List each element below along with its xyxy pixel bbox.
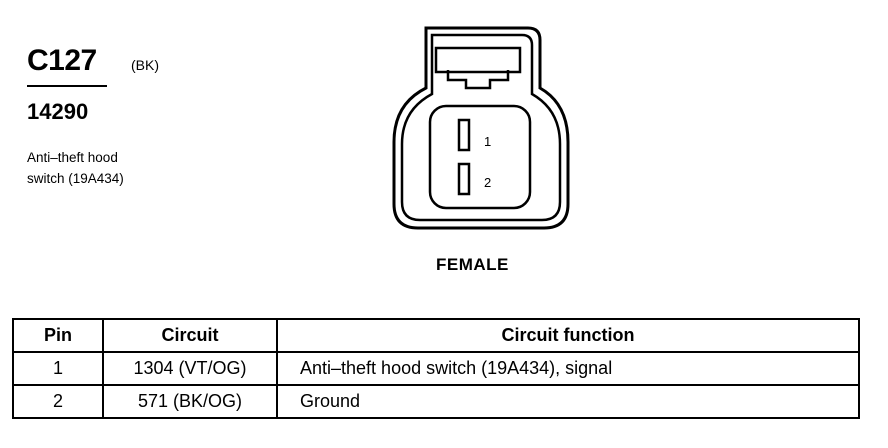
- part-number: 14290: [27, 99, 89, 124]
- header-circuit-function: Circuit function: [276, 318, 860, 353]
- pinout-table: Pin Circuit Circuit function 1 1304 (VT/…: [12, 318, 860, 419]
- pin-cavity-1: [457, 118, 471, 152]
- pin-label-1: 1: [484, 134, 491, 149]
- cell-circuit-function: Anti–theft hood switch (19A434), signal: [276, 351, 860, 386]
- locking-tab-outer: [434, 46, 522, 74]
- terminal-face: [428, 104, 532, 210]
- connector-description: Anti–theft hood switch (19A434): [27, 147, 124, 189]
- connector-inner-shell: [400, 33, 562, 222]
- connector-id: C127: [27, 44, 97, 77]
- header-circuit: Circuit: [102, 318, 278, 353]
- cell-circuit-function: Ground: [276, 384, 860, 419]
- cell-circuit: 1304 (VT/OG): [102, 351, 278, 386]
- description-line-2: switch (19A434): [27, 171, 124, 186]
- connector-outer-shell: [392, 26, 570, 230]
- pin-cavity-2: [457, 162, 471, 196]
- connector-gender-label: FEMALE: [436, 255, 509, 274]
- cell-pin: 1: [12, 351, 104, 386]
- header-pin: Pin: [12, 318, 104, 353]
- description-line-1: Anti–theft hood: [27, 150, 118, 165]
- locking-tab-latch: [446, 70, 510, 90]
- table-row: 2 571 (BK/OG) Ground: [12, 384, 860, 419]
- table-header-row: Pin Circuit Circuit function: [12, 318, 860, 353]
- connector-face-diagram: 1 2: [392, 26, 570, 230]
- connector-color-code: (BK): [131, 57, 159, 73]
- pin-label-2: 2: [484, 175, 491, 190]
- cell-circuit: 571 (BK/OG): [102, 384, 278, 419]
- table-row: 1 1304 (VT/OG) Anti–theft hood switch (1…: [12, 351, 860, 386]
- cell-pin: 2: [12, 384, 104, 419]
- connector-id-underline: [27, 85, 107, 87]
